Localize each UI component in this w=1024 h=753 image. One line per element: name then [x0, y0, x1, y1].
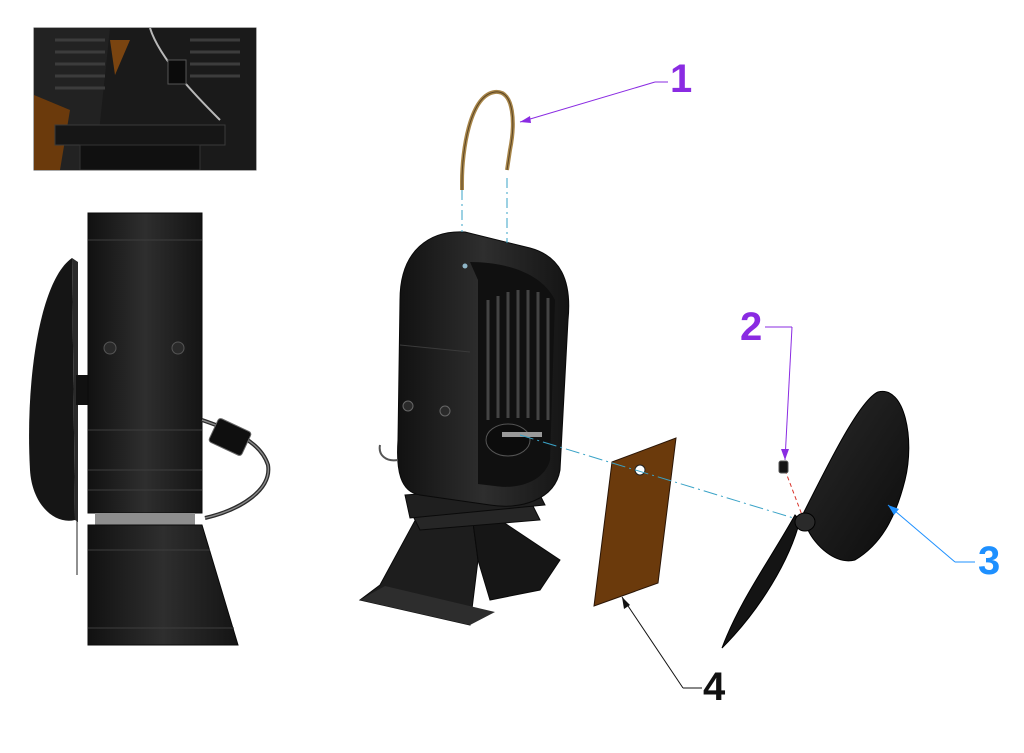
callout-1-label: 1 — [670, 57, 692, 101]
callout-4: 4 — [621, 596, 726, 709]
callout-3-label: 3 — [978, 539, 1000, 583]
callout-2: 2 — [740, 305, 793, 461]
assembly-axis — [519, 434, 801, 521]
callout-2-label: 2 — [740, 305, 762, 349]
set-screw — [778, 460, 789, 474]
fan-blade — [721, 390, 910, 649]
callout-3: 3 — [887, 504, 1000, 583]
side-view — [29, 212, 271, 646]
stove-fan-body — [358, 231, 570, 626]
callout-1: 1 — [519, 57, 692, 123]
detail-inset — [33, 27, 257, 171]
callout-4-label: 4 — [703, 665, 726, 709]
gasket-plate — [593, 437, 677, 607]
wire-part — [460, 90, 515, 243]
